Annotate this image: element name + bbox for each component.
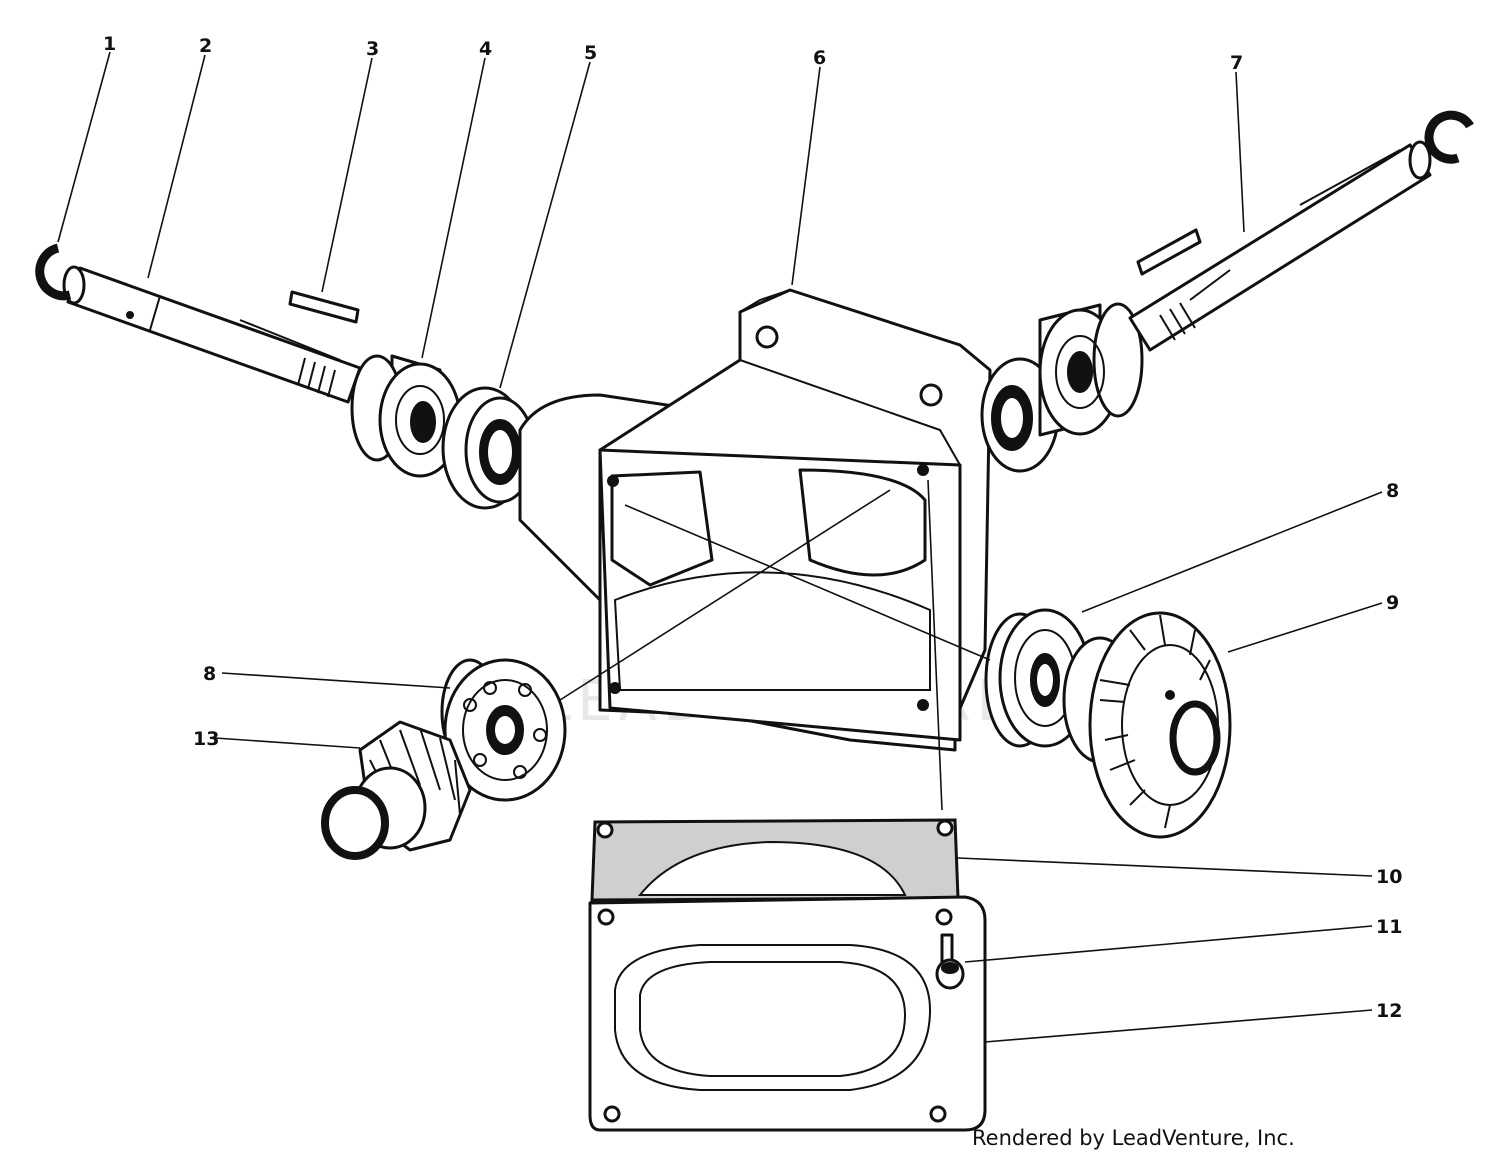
- callout-12: 12: [1376, 1000, 1402, 1022]
- callout-6: 6: [813, 47, 826, 69]
- callout-4: 4: [479, 38, 492, 60]
- right-bearing-part[interactable]: [1038, 302, 1144, 437]
- cover-plate-part[interactable]: [588, 895, 987, 1132]
- callout-8-right: 8: [1386, 480, 1399, 502]
- gear-housing-part[interactable]: [518, 288, 992, 752]
- callout-11: 11: [1376, 916, 1402, 938]
- callout-9: 9: [1386, 592, 1399, 614]
- left-key-part[interactable]: [288, 290, 360, 324]
- large-bevel-gear-part[interactable]: [1062, 611, 1232, 839]
- right-lower-bearing-part[interactable]: [984, 608, 1092, 748]
- left-shaft-part[interactable]: [62, 265, 362, 404]
- callout-2: 2: [199, 35, 212, 57]
- left-bearing-part[interactable]: [350, 354, 462, 478]
- callout-labels: 1 2 3 4 5 6 7 8 8 9 10 11 12 13: [103, 33, 1402, 1022]
- pinion-gear-part[interactable]: [321, 720, 472, 860]
- callout-10: 10: [1376, 866, 1402, 888]
- callout-5: 5: [584, 42, 597, 64]
- callout-7: 7: [1230, 52, 1243, 74]
- render-credit: Rendered by LeadVenture, Inc.: [972, 1126, 1295, 1150]
- callout-3: 3: [366, 38, 379, 60]
- bolt-part[interactable]: [935, 933, 965, 990]
- right-key-part[interactable]: [1136, 228, 1202, 276]
- right-retaining-ring-part[interactable]: [1424, 110, 1474, 164]
- callout-8-left: 8: [203, 663, 216, 685]
- callout-1: 1: [103, 33, 116, 55]
- gasket-part[interactable]: [590, 818, 960, 902]
- right-shaft-part[interactable]: [1128, 140, 1432, 352]
- left-lower-bearing-part[interactable]: [440, 658, 567, 802]
- leader-lines: [57, 51, 1383, 1043]
- left-retaining-ring-part[interactable]: [35, 243, 72, 301]
- assembly-axis-lines: [559, 479, 991, 811]
- callout-13: 13: [193, 728, 219, 750]
